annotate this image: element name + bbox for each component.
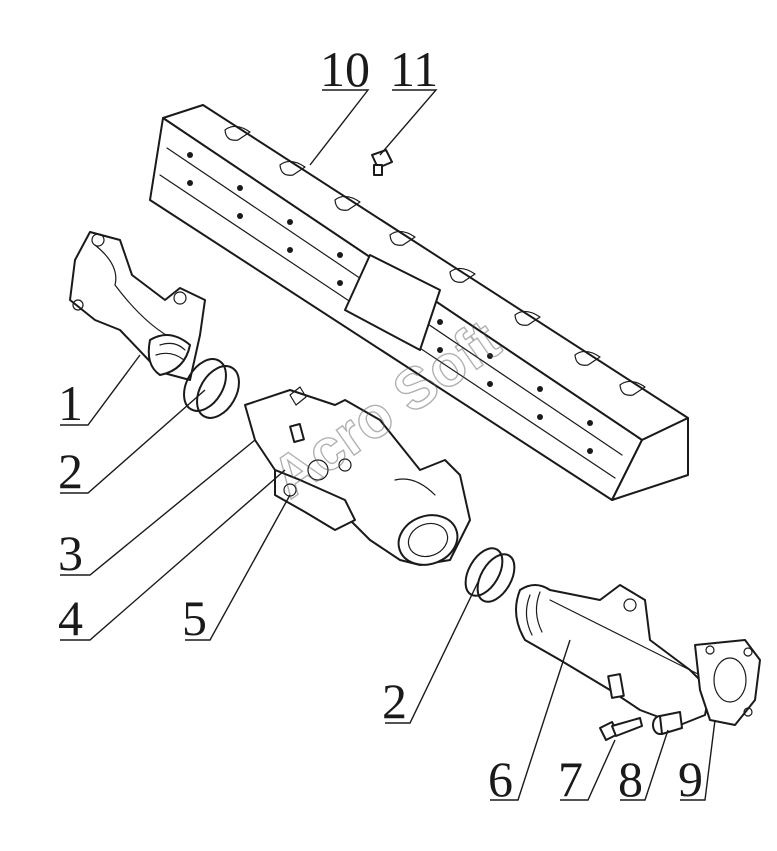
- leader-lines: [60, 89, 716, 801]
- gasket-part-9: [694, 639, 761, 726]
- callout-1: 1: [58, 375, 83, 431]
- callout-4: 4: [58, 590, 83, 646]
- heat-shield-part-10: [149, 104, 689, 501]
- shield-slots: [224, 125, 646, 396]
- callout-2-lower: 2: [382, 673, 407, 729]
- callout-9: 9: [678, 751, 703, 807]
- bolt-part-7: [599, 717, 643, 741]
- manifold-section-part-1: [69, 231, 206, 381]
- callout-10: 10: [320, 41, 370, 97]
- manifold-section-part-6: [515, 584, 711, 726]
- bolt-part-11: [371, 149, 393, 176]
- callout-8: 8: [618, 751, 643, 807]
- callout-7: 7: [558, 751, 583, 807]
- callout-labels: 10 11 1 2 3 4 5 2 6 7 8 9: [58, 41, 703, 807]
- sleeve-part-8: [652, 711, 683, 735]
- seal-rings-part-2-lower: [464, 547, 516, 603]
- callout-6: 6: [488, 751, 513, 807]
- seal-rings-part-2-upper: [183, 358, 240, 419]
- callout-5: 5: [182, 590, 207, 646]
- callout-11: 11: [390, 41, 438, 97]
- manifold-section-part-5: [244, 386, 471, 566]
- callout-2-upper: 2: [58, 443, 83, 499]
- callout-3: 3: [58, 525, 83, 581]
